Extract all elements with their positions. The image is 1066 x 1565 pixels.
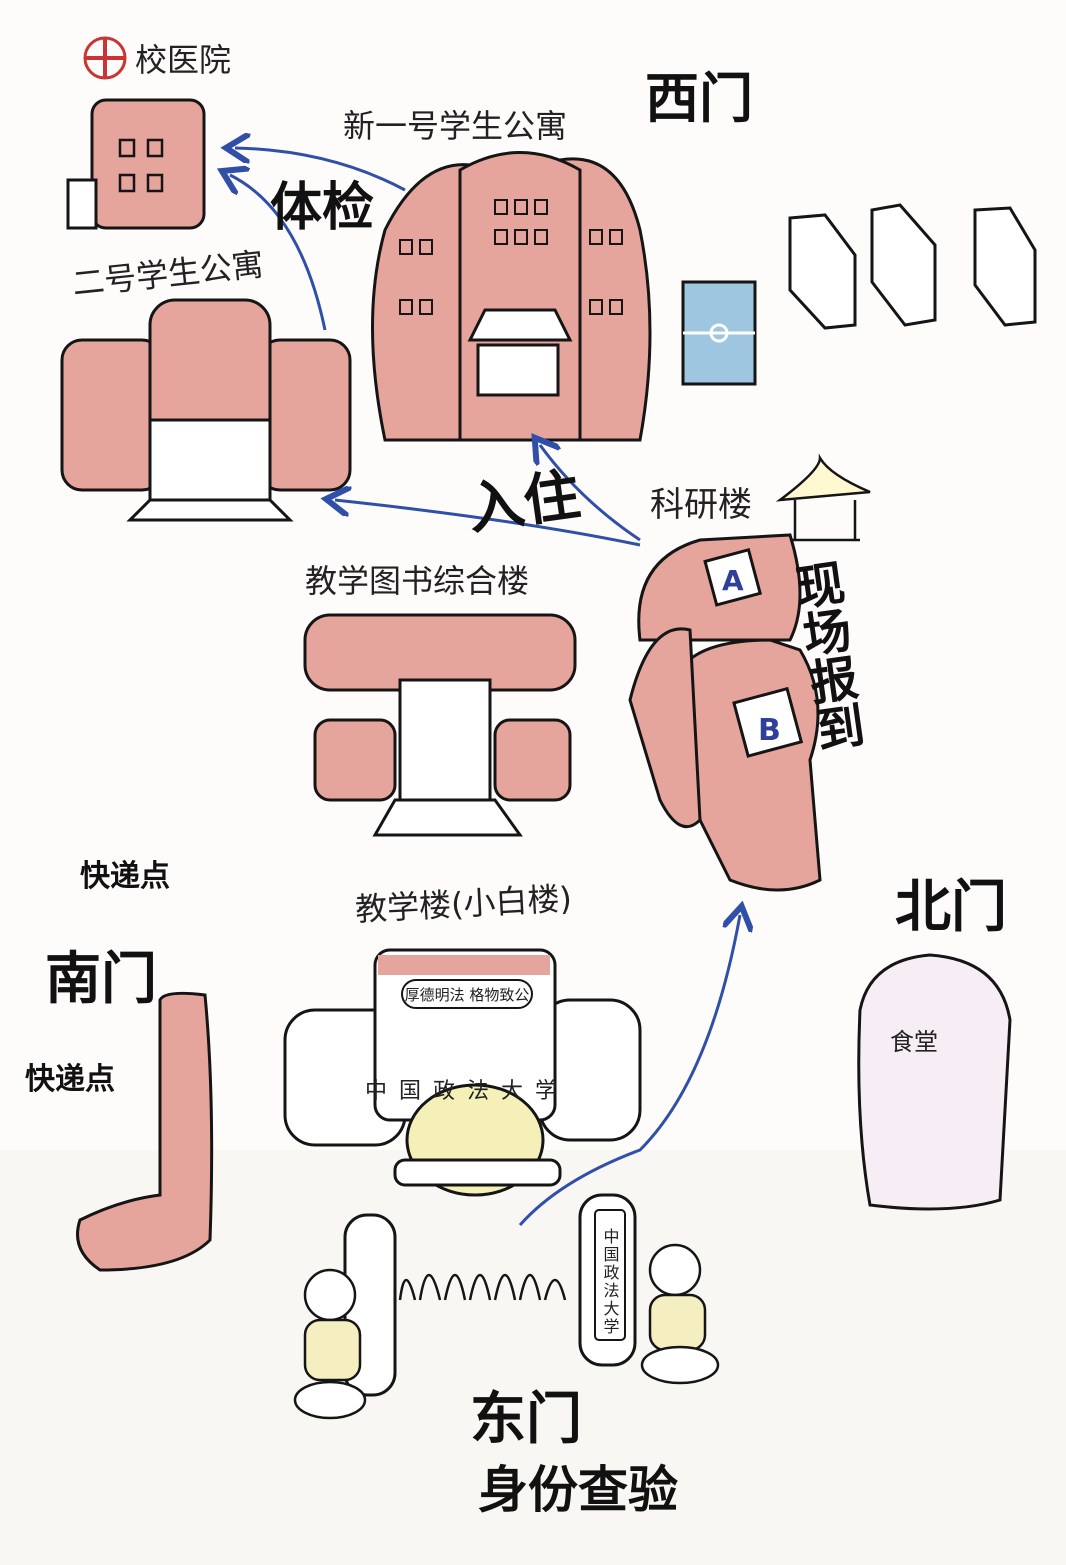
teaching-building xyxy=(283,948,642,1197)
route-research-to-dorm2 xyxy=(335,500,641,547)
lion-statue-icon xyxy=(293,1243,720,1420)
university-name-front: 中国政法大学 xyxy=(365,1079,569,1104)
building-a-label: A xyxy=(722,564,744,597)
canteen-label: 食堂 xyxy=(890,1028,938,1056)
id-check-label: 身份查验 xyxy=(478,1461,678,1519)
hospital-label: 校医院 xyxy=(135,41,232,79)
west-gate-label: 西门 xyxy=(645,67,753,130)
checkup-label: 体检 xyxy=(270,178,375,238)
research-building xyxy=(628,533,822,892)
research-label: 科研楼 xyxy=(650,485,752,525)
library-building xyxy=(303,613,577,837)
route-dorm1-to-hospital xyxy=(235,148,406,192)
pavilion-icon xyxy=(775,453,871,542)
building-b-label: B xyxy=(758,713,781,748)
basketball-court-icon xyxy=(681,280,757,386)
south-gate-shape xyxy=(76,991,214,1272)
east-gate-label: 东门 xyxy=(470,1387,582,1452)
north-gate-label: 北门 xyxy=(895,875,1007,940)
dorm-new1-label: 新一号学生公寓 xyxy=(343,107,568,145)
canteen-building xyxy=(857,953,1012,1211)
route-dorm2-to-hospital xyxy=(230,175,327,331)
library-label: 教学图书综合楼 xyxy=(305,562,530,600)
south-gate-label: 南门 xyxy=(45,947,157,1012)
route-east-to-research xyxy=(518,915,740,1226)
university-name-pillar: 中国政法大学 xyxy=(601,1228,620,1336)
dorm-new1-building xyxy=(371,151,652,442)
express-point-label-2: 快递点 xyxy=(25,1062,115,1097)
hospital-building xyxy=(66,36,206,230)
route-research-to-dorm1 xyxy=(540,445,641,542)
route-arrows xyxy=(230,148,740,1226)
express-point-label-1: 快递点 xyxy=(80,859,170,894)
motto-banner: 厚德明法 格物致公 xyxy=(405,986,530,1004)
checkin-label: 入住 xyxy=(463,462,584,543)
dorm-2-building xyxy=(60,298,352,522)
west-gate-buildings xyxy=(788,203,1037,330)
